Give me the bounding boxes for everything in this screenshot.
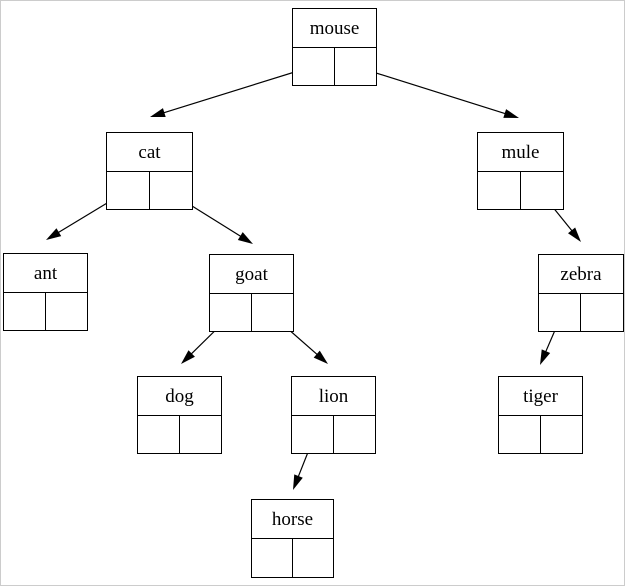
tree-node-zebra[interactable]: zebra bbox=[538, 254, 624, 332]
tree-node-label: ant bbox=[4, 254, 87, 293]
left-pointer-cell[interactable] bbox=[252, 539, 293, 577]
left-pointer-cell[interactable] bbox=[478, 172, 521, 209]
tree-node-pointer-row bbox=[252, 539, 333, 577]
edge-arrowhead bbox=[237, 232, 253, 244]
tree-node-pointer-row bbox=[292, 416, 375, 453]
left-pointer-cell[interactable] bbox=[539, 294, 581, 331]
right-pointer-cell[interactable] bbox=[150, 172, 193, 209]
left-pointer-cell[interactable] bbox=[499, 416, 541, 453]
tree-node-goat[interactable]: goat bbox=[209, 254, 294, 332]
tree-node-dog[interactable]: dog bbox=[137, 376, 222, 454]
tree-node-pointer-row bbox=[107, 172, 192, 209]
tree-node-label: goat bbox=[210, 255, 293, 294]
tree-node-pointer-row bbox=[210, 294, 293, 331]
tree-node-label: lion bbox=[292, 377, 375, 416]
tree-node-pointer-row bbox=[478, 172, 563, 209]
tree-node-pointer-row bbox=[4, 293, 87, 330]
right-pointer-cell[interactable] bbox=[293, 539, 334, 577]
left-pointer-cell[interactable] bbox=[4, 293, 46, 330]
right-pointer-cell[interactable] bbox=[521, 172, 564, 209]
edge-arrowhead bbox=[150, 108, 166, 117]
edge-arrowhead bbox=[46, 228, 62, 240]
tree-node-label: zebra bbox=[539, 255, 623, 294]
left-pointer-cell[interactable] bbox=[107, 172, 150, 209]
edge-arrowhead bbox=[293, 474, 303, 490]
tree-edge-mouse-to-mule bbox=[353, 65, 519, 118]
left-pointer-cell[interactable] bbox=[138, 416, 180, 453]
right-pointer-cell[interactable] bbox=[180, 416, 222, 453]
tree-node-pointer-row bbox=[138, 416, 221, 453]
tree-node-label: mouse bbox=[293, 9, 376, 48]
edge-arrowhead bbox=[567, 227, 581, 242]
tree-node-label: horse bbox=[252, 500, 333, 539]
tree-node-label: dog bbox=[138, 377, 221, 416]
right-pointer-cell[interactable] bbox=[334, 416, 376, 453]
tree-node-lion[interactable]: lion bbox=[291, 376, 376, 454]
left-pointer-cell[interactable] bbox=[210, 294, 252, 331]
tree-node-mouse[interactable]: mouse bbox=[292, 8, 377, 86]
tree-node-pointer-row bbox=[293, 48, 376, 85]
edge-arrowhead bbox=[181, 350, 195, 364]
tree-node-label: cat bbox=[107, 133, 192, 172]
right-pointer-cell[interactable] bbox=[335, 48, 377, 85]
tree-node-tiger[interactable]: tiger bbox=[498, 376, 583, 454]
tree-node-pointer-row bbox=[539, 294, 623, 331]
right-pointer-cell[interactable] bbox=[46, 293, 88, 330]
right-pointer-cell[interactable] bbox=[252, 294, 294, 331]
right-pointer-cell[interactable] bbox=[581, 294, 623, 331]
right-pointer-cell[interactable] bbox=[541, 416, 583, 453]
tree-node-label: mule bbox=[478, 133, 563, 172]
tree-node-horse[interactable]: horse bbox=[251, 499, 334, 578]
tree-node-label: tiger bbox=[499, 377, 582, 416]
tree-edge-mouse-to-cat bbox=[150, 65, 315, 117]
edge-arrowhead bbox=[503, 109, 519, 118]
tree-node-cat[interactable]: cat bbox=[106, 132, 193, 210]
edge-arrowhead bbox=[540, 349, 551, 365]
left-pointer-cell[interactable] bbox=[293, 48, 335, 85]
edge-arrowhead bbox=[313, 350, 328, 364]
tree-node-pointer-row bbox=[499, 416, 582, 453]
tree-node-ant[interactable]: ant bbox=[3, 253, 88, 331]
left-pointer-cell[interactable] bbox=[292, 416, 334, 453]
tree-node-mule[interactable]: mule bbox=[477, 132, 564, 210]
